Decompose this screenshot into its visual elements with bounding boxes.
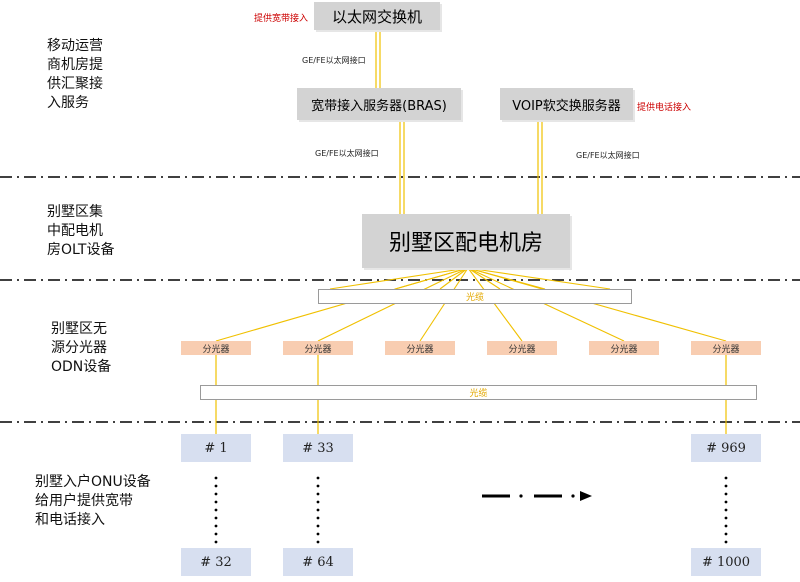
onu-box-33: # 33 — [283, 434, 353, 462]
distribution-room-node: 别墅区配电机房 — [362, 214, 570, 268]
fiber-cable-top: 光缆 — [318, 289, 632, 304]
splitter-4: 分光器 — [487, 341, 557, 355]
onu-box-64: # 64 — [283, 548, 353, 576]
splitter-5: 分光器 — [589, 341, 659, 355]
section-label-odn: 别墅区无 源分光器 ODN设备 — [51, 321, 112, 375]
interface-label-right: GE/FE以太网接口 — [576, 151, 640, 160]
voip-node: VOIP软交换服务器 — [500, 88, 633, 120]
section-label-onu: 别墅入户ONU设备 给用户提供宽带 和电话接入 — [35, 474, 151, 528]
broadband-note: 提供宽带接入 — [254, 14, 309, 24]
interface-label-left: GE/FE以太网接口 — [315, 149, 379, 158]
onu-box-1000: # 1000 — [691, 548, 761, 576]
onu-box-32: # 32 — [181, 548, 251, 576]
continuation-arrow — [482, 491, 592, 501]
onu-box-1: # 1 — [181, 434, 251, 462]
splitter-2: 分光器 — [283, 341, 353, 355]
splitter-1: 分光器 — [181, 341, 251, 355]
section-label-carrier: 移动运营 商机房提 供汇聚接 入服务 — [47, 38, 103, 111]
section-label-olt: 别墅区集 中配电机 房OLT设备 — [47, 204, 115, 258]
splitter-3: 分光器 — [385, 341, 455, 355]
splitter-6: 分光器 — [691, 341, 761, 355]
onu-box-969: # 969 — [691, 434, 761, 462]
bras-node: 宽带接入服务器(BRAS) — [297, 88, 461, 120]
interface-label-top: GE/FE以太网接口 — [302, 56, 366, 65]
phone-note: 提供电话接入 — [637, 103, 692, 113]
fiber-cable-bottom: 光缆 — [200, 385, 757, 400]
ethernet-switch-node: 以太网交换机 — [314, 2, 440, 30]
